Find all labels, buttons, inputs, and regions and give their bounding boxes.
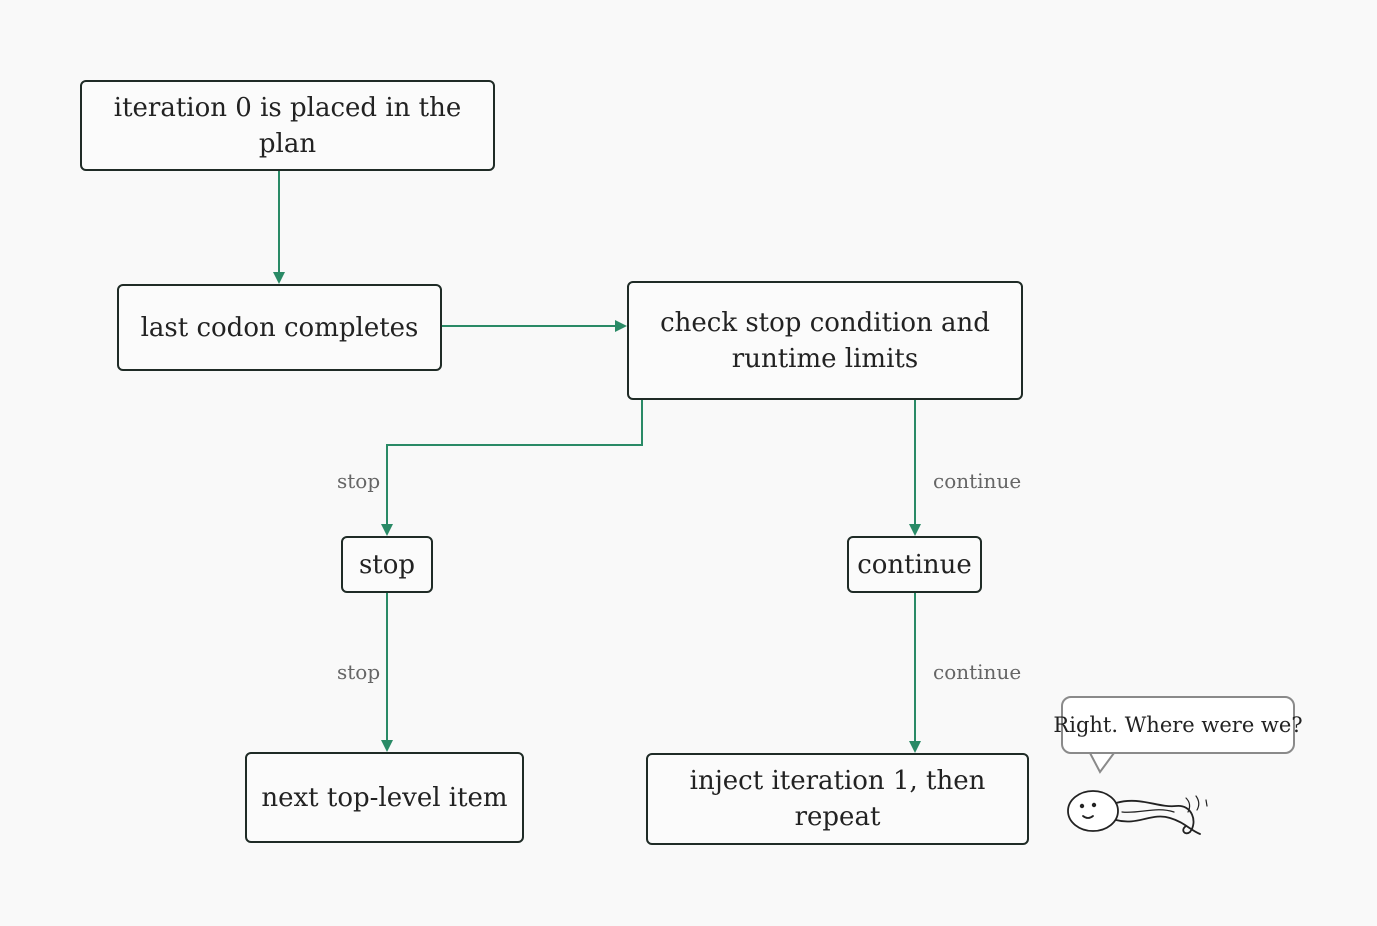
node-next-item-label: next top-level item xyxy=(261,782,508,813)
speech-bubble-tail xyxy=(1089,752,1115,774)
node-start: iteration 0 is placed in the plan xyxy=(80,80,495,171)
node-stop: stop xyxy=(341,536,433,593)
edge-check-to-stop xyxy=(381,400,643,536)
node-last-codon-label: last codon completes xyxy=(140,312,419,343)
node-next-item: next top-level item xyxy=(245,752,524,843)
edge-label-continue-to-inject: continue xyxy=(933,660,1022,684)
mascot-creature-icon xyxy=(1067,790,1208,835)
node-continue-label: continue xyxy=(857,549,972,580)
node-stop-label: stop xyxy=(358,549,416,580)
node-check: check stop condition and runtime limits xyxy=(627,281,1023,400)
edge-label-stop-to-next: stop xyxy=(337,660,381,684)
node-start-label: iteration 0 is placed in the plan xyxy=(113,92,462,159)
node-inject: inject iteration 1, then repeat xyxy=(646,753,1029,845)
mascot-speech-text: Right. Where were we? xyxy=(1053,713,1303,737)
edge-label-check-to-stop: stop xyxy=(337,469,381,493)
node-check-label-line2: runtime limits xyxy=(731,343,919,374)
edge-label-check-to-continue: continue xyxy=(933,469,1022,493)
node-continue: continue xyxy=(847,536,982,593)
node-last-codon: last codon completes xyxy=(117,284,442,371)
node-inject-label: inject iteration 1, then repeat xyxy=(689,766,986,832)
node-check-label-line1: check stop condition and xyxy=(660,307,990,338)
mascot-speech-bubble: Right. Where were we? xyxy=(1053,696,1303,754)
